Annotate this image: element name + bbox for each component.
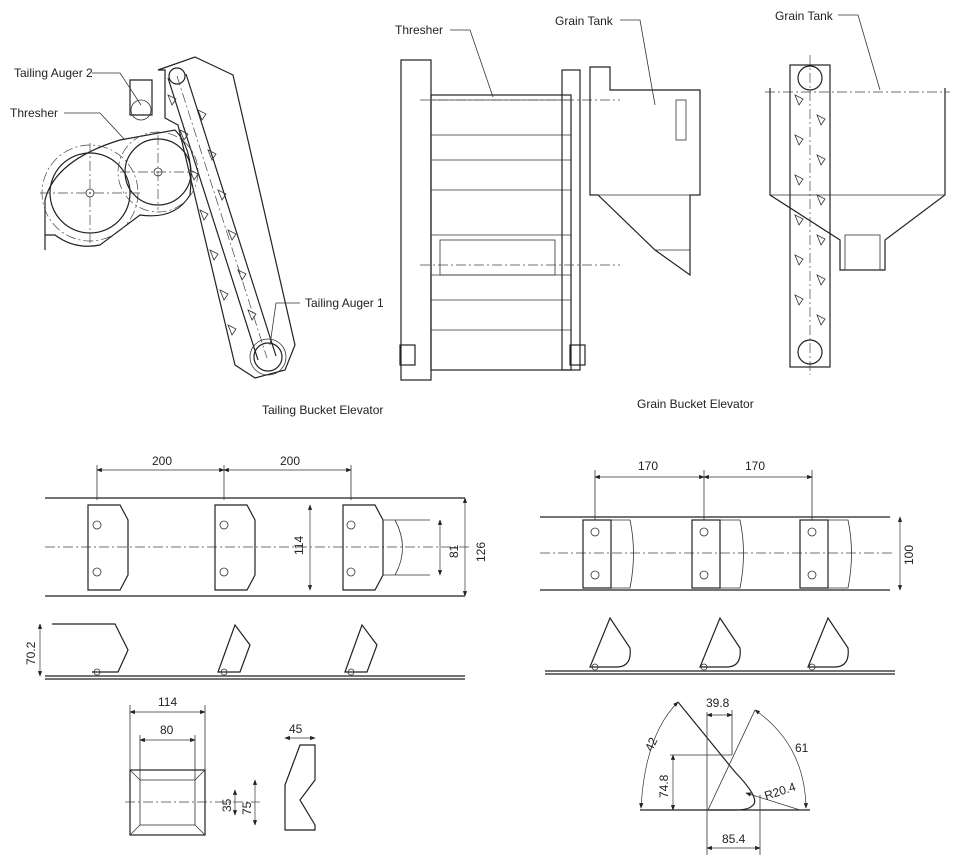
label-thresher-left: Thresher bbox=[10, 106, 58, 120]
label-tailing-auger-2: Tailing Auger 2 bbox=[14, 66, 93, 80]
dim-grain-angle-left: 42 bbox=[642, 735, 660, 753]
dim-grain-belt-width: 100 bbox=[902, 545, 916, 565]
caption-tailing-bucket-elevator: Tailing Bucket Elevator bbox=[262, 403, 383, 417]
thresher-grain-tank-view bbox=[399, 19, 701, 381]
dim-grain-height: 74.8 bbox=[657, 774, 671, 798]
dim-grain-angle-right: 61 bbox=[795, 741, 809, 755]
dim-tailing-belt-width: 126 bbox=[474, 542, 488, 562]
label-grain-tank-right: Grain Tank bbox=[775, 9, 834, 23]
dim-grain-pitch-1: 170 bbox=[638, 459, 658, 473]
dim-tailing-bucket-width: 114 bbox=[292, 536, 306, 555]
tailing-belt-plan bbox=[45, 465, 470, 597]
grain-bucket-detail bbox=[639, 701, 810, 855]
dim-tailing-inner-width: 81 bbox=[447, 544, 461, 558]
dim-detail-depth: 75 bbox=[240, 801, 254, 815]
dim-grain-radius: R20.4 bbox=[763, 780, 798, 803]
label-tailing-auger-1: Tailing Auger 1 bbox=[305, 296, 384, 310]
dim-detail-inner: 80 bbox=[160, 723, 174, 737]
label-thresher-mid: Thresher bbox=[395, 23, 443, 37]
label-grain-tank-mid: Grain Tank bbox=[555, 14, 614, 28]
caption-grain-bucket-elevator: Grain Bucket Elevator bbox=[637, 397, 754, 411]
tailing-elevator-view bbox=[40, 56, 300, 379]
dim-grain-base: 85.4 bbox=[722, 832, 746, 846]
dim-grain-top: 39.8 bbox=[706, 696, 730, 710]
dim-tailing-pitch-1: 200 bbox=[152, 454, 172, 468]
dim-detail-slot: 35 bbox=[220, 798, 234, 812]
dim-side-width: 45 bbox=[289, 722, 303, 736]
tailing-bucket-detail bbox=[125, 705, 316, 836]
dim-tailing-height: 70.2 bbox=[24, 641, 38, 665]
dim-tailing-pitch-2: 200 bbox=[280, 454, 300, 468]
tailing-belt-side bbox=[37, 623, 465, 680]
dim-detail-width: 114 bbox=[158, 695, 177, 709]
grain-belt-side bbox=[545, 616, 895, 675]
grain-belt-plan bbox=[540, 470, 903, 591]
grain-elevator-view bbox=[765, 14, 950, 375]
dim-grain-pitch-2: 170 bbox=[745, 459, 765, 473]
